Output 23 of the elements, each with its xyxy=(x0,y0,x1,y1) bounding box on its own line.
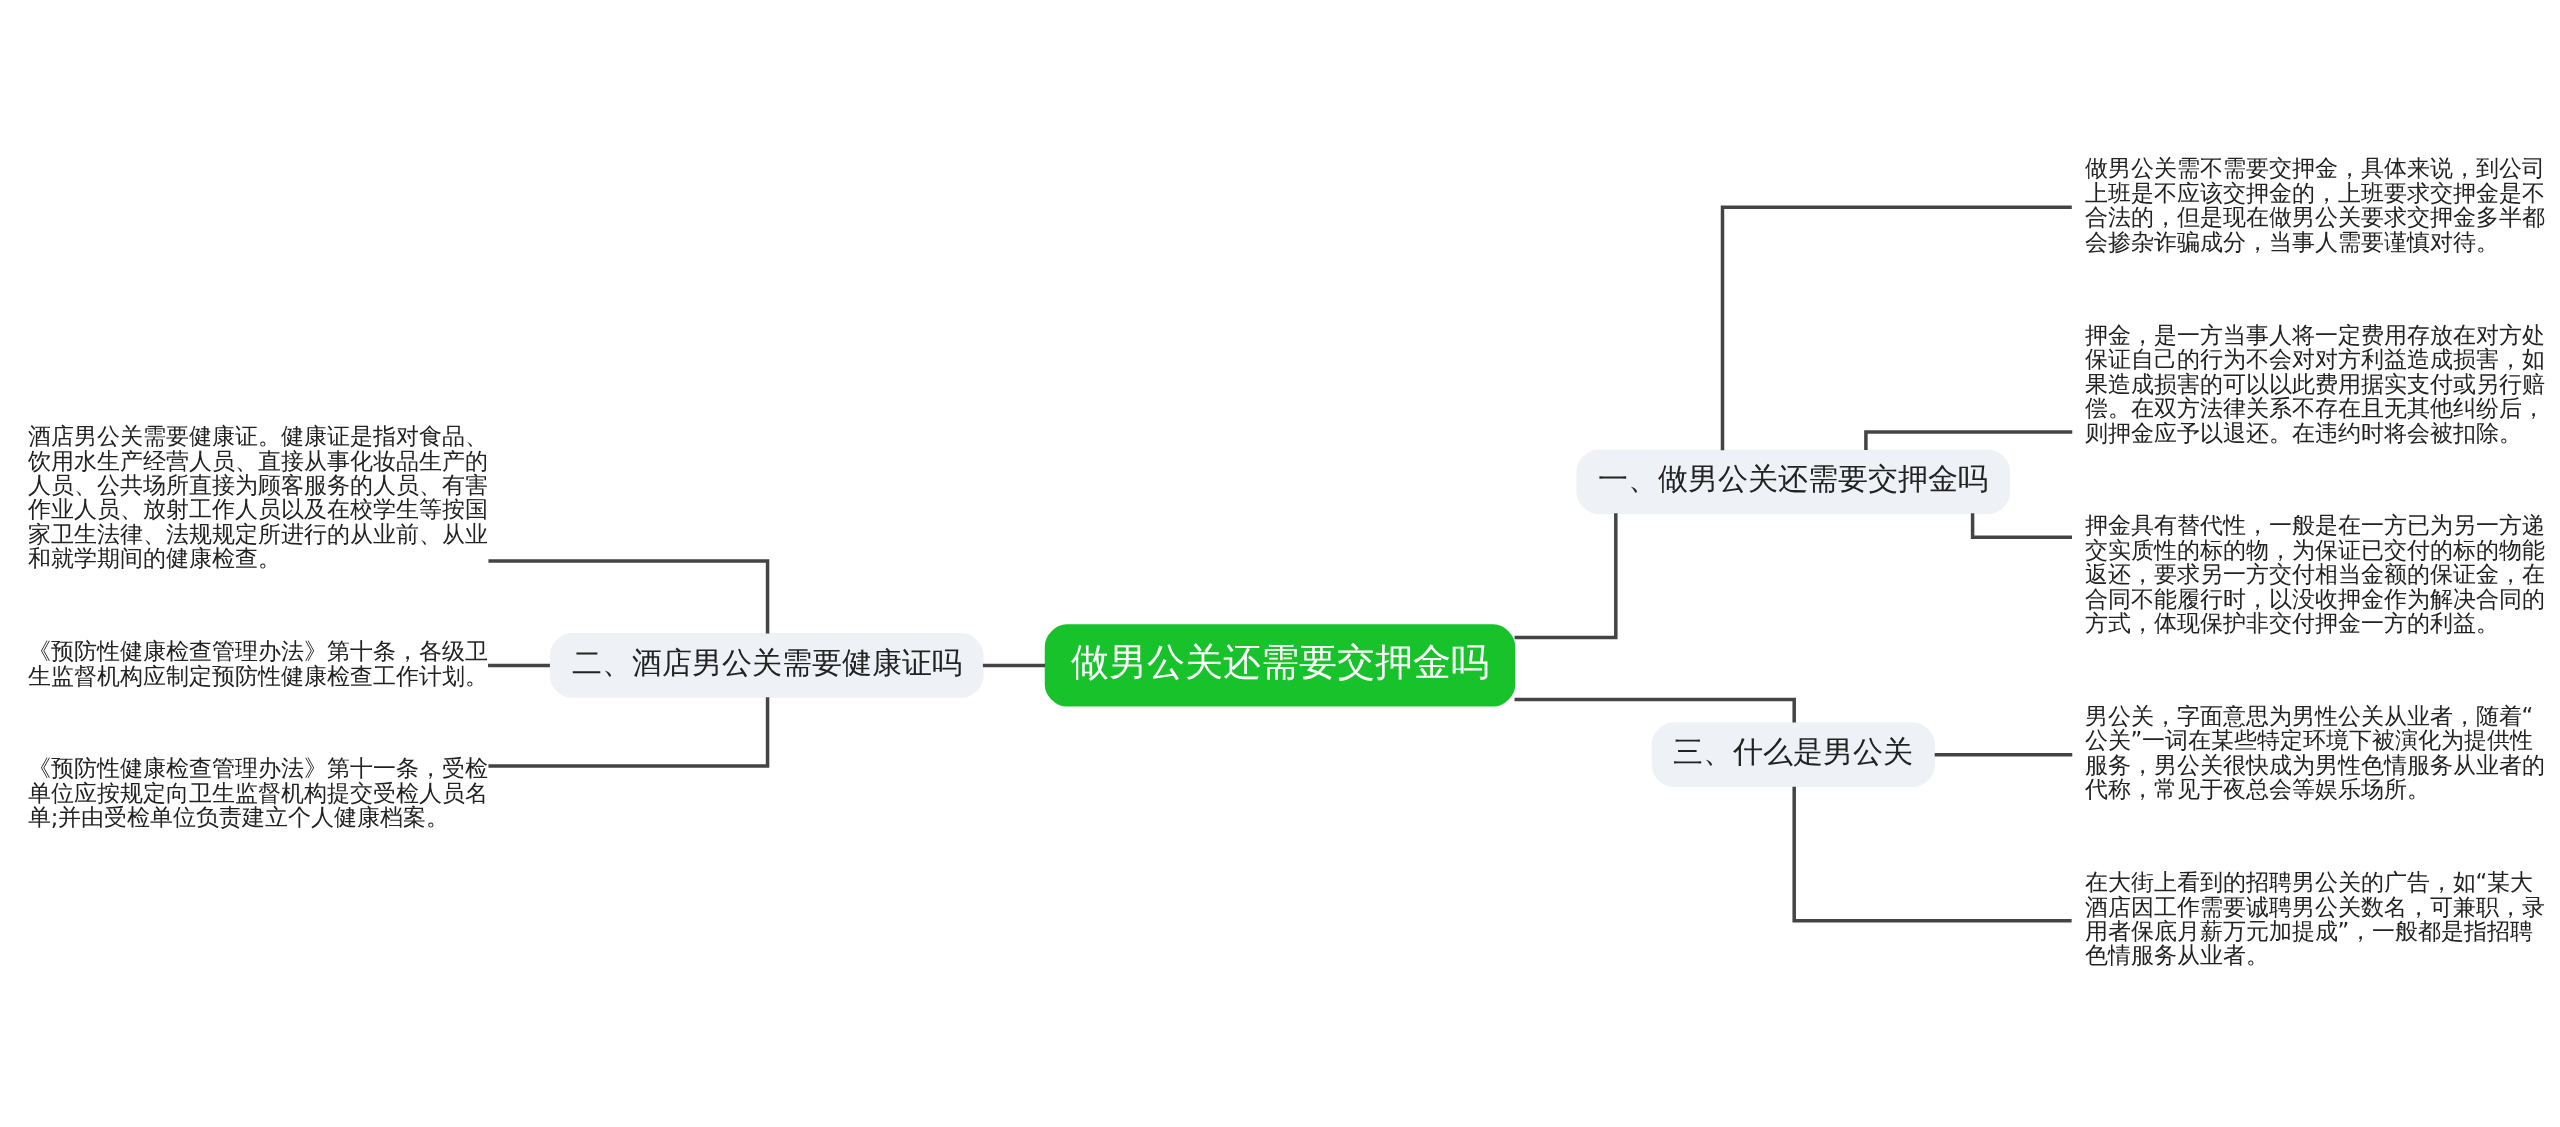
connector xyxy=(1970,512,2072,539)
connector xyxy=(1934,752,2073,756)
node-box: 一、做男公关还需要交押金吗 xyxy=(1576,448,2011,514)
connector xyxy=(488,696,770,768)
node-text: 男公关，字面意思为男性公关从业者，随着“公关”一词在某些特定环境下被演化为提供性服务，男公关很快成为男性色情服务从业者的代称，常见于夜总会等娱乐场所。 xyxy=(2084,702,2545,802)
node-box: 二、酒店男公关需要健康证吗 xyxy=(549,632,984,698)
node-text: 酒店男公关需要健康证。健康证是指对食品、饮用水生产经营人员、直接从事化妆品生产的人员、公共场所直接为顾客服务的人员、有害作业人员、放射工作人员以及在校学生等按国家卫生法律、法规规定所进行的从业前、从业和就学期间的健康检查。 xyxy=(27,422,488,571)
connector xyxy=(1514,697,1796,723)
connector xyxy=(1720,204,2072,450)
node-text: 押金具有替代性，一般是在一方已为另一方递交实质性的标的物，为保证已交付的标的物能返还，要求另一方交付相当金额的保证金，在合同不能履行时，以没收押金作为解决合同的方式，体现保护非交付押金一方的利益。 xyxy=(2084,511,2545,636)
connector xyxy=(1792,786,2072,923)
connector xyxy=(488,558,770,634)
node-text: 押金，是一方当事人将一定费用存放在对方处保证自己的行为不会对对方利益造成损害，如果造成损害的可以以此费用据实支付或另行赔偿。在双方法律关系不存在且无其他纠纷后，则押金应予以退还。在违约时将会被扣除。 xyxy=(2084,321,2545,446)
node-text: 《预防性健康检查管理办法》第十条，各级卫生监督机构应制定预防性健康检查工作计划。 xyxy=(27,637,488,689)
node-text: 在大街上看到的招聘男公关的广告，如“某大酒店因工作需要诚聘男公关数名，可兼职，录用者保底月薪万元加提成”，一般都是指招聘色情服务从业者。 xyxy=(2084,868,2545,968)
connector xyxy=(982,663,1046,667)
node-text: 《预防性健康检查管理办法》第十一条，受检单位应按规定向卫生监督机构提交受检人员名单;并由受检单位负责建立个人健康档案。 xyxy=(27,754,488,830)
connector xyxy=(488,663,550,667)
node-box: 做男公关还需要交押金吗 xyxy=(1044,623,1516,707)
node-text: 做男公关需不需要交押金，具体来说，到公司上班是不应该交押金的，上班要求交押金是不合法的，但是现在做男公关要求交押金多半都会掺杂诈骗成分，当事人需要谨慎对待。 xyxy=(2084,154,2545,255)
node-box: 三、什么是男公关 xyxy=(1651,721,1935,787)
connector xyxy=(1864,429,2073,450)
connector xyxy=(1514,512,1618,639)
